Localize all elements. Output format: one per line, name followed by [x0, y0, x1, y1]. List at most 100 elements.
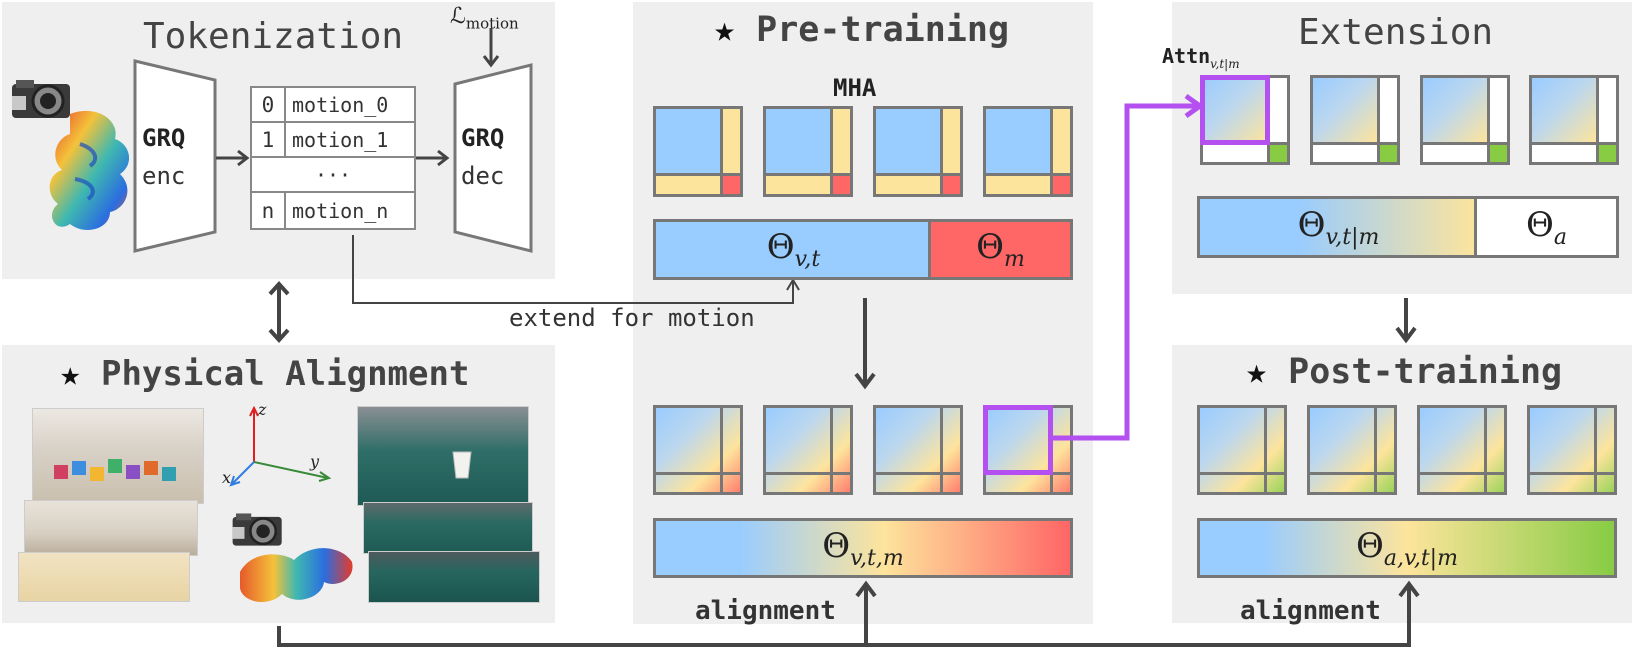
extended-attention-matrix — [1200, 75, 1290, 165]
matrix-vt-block — [766, 109, 830, 173]
matrix-divider — [720, 109, 723, 194]
matrix-motion-self — [723, 176, 740, 194]
matrix-divider — [1487, 78, 1490, 162]
matrix-motion-col — [723, 109, 740, 173]
camera-icon — [12, 80, 70, 118]
matrix-action-self — [1490, 145, 1507, 162]
extend-connector — [352, 235, 800, 304]
star-icon: ★ — [714, 10, 736, 50]
attention-matrix — [873, 106, 963, 197]
matrix-divider — [766, 472, 850, 475]
theta-m-bar: Θm — [928, 219, 1073, 280]
posttrain-attention-matrix — [1417, 405, 1507, 495]
matrix-vt-block — [986, 109, 1050, 173]
matrix-divider — [830, 408, 833, 492]
token-row: n motion_n — [252, 193, 414, 228]
matrix-divider — [1532, 142, 1616, 145]
matrix-vt-block — [876, 109, 940, 173]
star-icon: ★ — [60, 354, 81, 394]
matrix-vt-block — [656, 109, 720, 173]
matrix-divider — [1530, 472, 1614, 475]
cup-illustration — [452, 451, 472, 479]
photo-robot-2 — [363, 502, 533, 554]
theta-vt-label: Θv,t — [766, 227, 821, 272]
arrow-extension-down — [1395, 298, 1417, 344]
matrix-vtm-block — [1203, 78, 1267, 142]
camera-icon — [232, 513, 282, 546]
xyz-axes — [229, 405, 332, 487]
decoder-name: GRQ — [461, 124, 505, 152]
matrix-divider — [1423, 142, 1507, 145]
matrix-divider — [986, 173, 1070, 176]
attention-matrix — [763, 106, 853, 197]
decoder-sub: dec — [461, 162, 505, 190]
matrix-divider — [720, 408, 723, 492]
alignment-connector — [277, 580, 1420, 647]
loss-label: ℒmotion — [450, 4, 519, 32]
matrix-motion-self — [943, 176, 960, 194]
matrix-motion-col — [943, 109, 960, 173]
theta-avtm-label: Θa,v,t|m — [1356, 525, 1458, 571]
matrix-action-self — [1270, 145, 1287, 162]
matrix-motion-self — [833, 176, 850, 194]
grq-decoder — [453, 63, 533, 253]
hand-mesh-icon — [240, 548, 353, 602]
pretraining-title: ★ Pre-training — [714, 10, 1009, 50]
posttrain-attention-matrix — [1527, 405, 1617, 495]
matrix-divider — [766, 173, 850, 176]
token-index: n — [252, 193, 286, 228]
arrow-pretrain-down — [854, 298, 876, 390]
matrix-divider — [1200, 472, 1284, 475]
matrix-action-self — [1380, 145, 1397, 162]
matrix-divider — [1594, 408, 1597, 492]
merged-attention-matrix — [763, 405, 853, 495]
tokenization-title: Tokenization — [143, 16, 404, 57]
attention-matrix — [653, 106, 743, 197]
matrix-vtm-block — [1313, 78, 1377, 142]
encoder-sub: enc — [142, 162, 186, 190]
token-row: 0 motion_0 — [252, 88, 414, 123]
extended-attention-matrix — [1529, 75, 1619, 165]
attention-matrix — [983, 106, 1073, 197]
token-row: 1 motion_1 — [252, 123, 414, 158]
physical-title: ★ Physical Alignment — [60, 354, 469, 394]
photo-robot-1 — [357, 406, 529, 506]
arrow-loss-to-dec — [482, 28, 500, 68]
merged-attention-matrix — [873, 405, 963, 495]
token-index: 0 — [252, 88, 286, 121]
matrix-divider — [1596, 78, 1599, 162]
matrix-motion-self — [1053, 176, 1070, 194]
extended-attention-matrix — [1310, 75, 1400, 165]
alignment-label-pretrain: alignment — [695, 596, 836, 626]
posttrain-attention-matrix — [1307, 405, 1397, 495]
theta-vtm-bar: Θv,t,m — [653, 518, 1073, 578]
arrow-tokens-to-dec — [416, 149, 450, 167]
token-row-ellipsis: ··· — [252, 158, 414, 193]
matrix-motion-col — [1053, 109, 1070, 173]
pretraining-title-text: Pre-training — [756, 10, 1010, 50]
matrix-divider — [1377, 78, 1380, 162]
tiles-illustration — [54, 459, 176, 481]
matrix-action-self — [1599, 145, 1616, 162]
loss-symbol: ℒ — [450, 4, 466, 29]
grq-encoder — [133, 59, 217, 253]
matrix-motion-row — [986, 176, 1050, 194]
matrix-motion-row — [766, 176, 830, 194]
encoder-name: GRQ — [142, 124, 186, 152]
theta-a-bar: Θa — [1474, 196, 1619, 258]
matrix-divider — [656, 472, 740, 475]
theta-vtm-label: Θv,t,m — [822, 525, 904, 571]
matrix-divider — [830, 109, 833, 194]
arrow-enc-to-tokens — [216, 149, 250, 167]
attn-highlight-box — [1200, 75, 1270, 145]
photo-hands-object — [18, 552, 190, 602]
axis-x-label: x — [222, 468, 232, 487]
theta-vt-given-m-bar: Θv,t|m — [1197, 196, 1477, 258]
matrix-divider — [1420, 472, 1504, 475]
matrix-divider — [940, 408, 943, 492]
loss-subscript: motion — [465, 14, 519, 33]
matrix-divider — [1313, 142, 1397, 145]
matrix-divider — [1310, 472, 1394, 475]
extended-attention-matrix — [1420, 75, 1510, 165]
matrix-motion-row — [876, 176, 940, 194]
